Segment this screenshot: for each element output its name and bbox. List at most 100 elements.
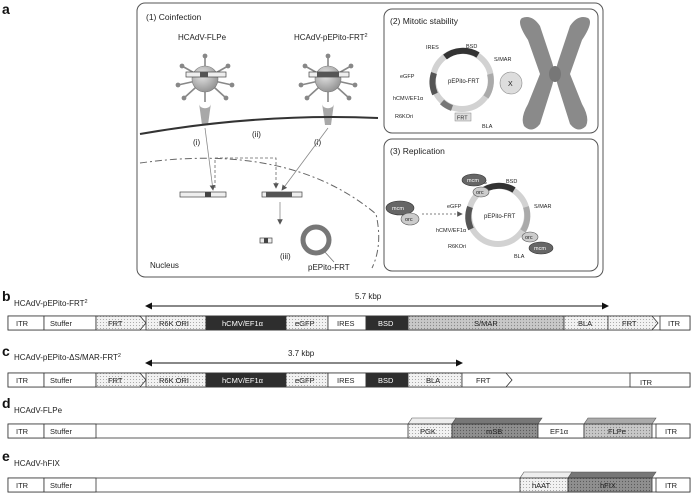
- svg-text:mcm: mcm: [467, 178, 479, 184]
- svg-text:hFIX: hFIX: [600, 481, 616, 490]
- free-mcm-orc-complex: mcm orc: [385, 200, 420, 226]
- b-itr-right: [659, 315, 691, 331]
- replication-title: (3) Replication: [390, 146, 445, 156]
- svg-text:R6K ORI: R6K ORI: [159, 376, 189, 385]
- svg-text:mcm: mcm: [534, 246, 546, 252]
- step-ii: (ii): [252, 130, 261, 139]
- svg-text:Stuffer: Stuffer: [50, 319, 72, 328]
- coinfection-title: (1) Coinfection: [146, 12, 202, 22]
- chromosome-mark: X: [508, 81, 513, 88]
- chromosome-icon: [520, 17, 590, 130]
- mitotic-label-egfp: eGFP: [400, 74, 415, 80]
- replication-label-egfp: eGFP: [447, 204, 462, 210]
- svg-text:BLA: BLA: [578, 319, 592, 328]
- svg-text:Stuffer: Stuffer: [50, 481, 72, 490]
- svg-text:FRT: FRT: [622, 319, 637, 328]
- svg-text:ITR: ITR: [668, 319, 681, 328]
- svg-text:eGFP: eGFP: [295, 376, 315, 385]
- svg-text:orc: orc: [476, 190, 484, 196]
- svg-text:R6K ORI: R6K ORI: [159, 319, 189, 328]
- svg-text:BLA: BLA: [426, 376, 440, 385]
- plasmid-circle: [300, 224, 332, 256]
- replication-center: pEPito-FRT: [484, 214, 516, 220]
- panel-letter-e: e: [2, 448, 10, 464]
- svg-text:Stuffer: Stuffer: [50, 376, 72, 385]
- svg-text:FRT: FRT: [108, 376, 123, 385]
- svg-text:orc: orc: [405, 217, 413, 223]
- replication-label-bla: BLA: [514, 254, 525, 260]
- genome-left: [179, 191, 227, 198]
- mitotic-label-r6kori: R6KOri: [395, 114, 413, 120]
- svg-text:FLPe: FLPe: [608, 427, 626, 436]
- genome-right: [261, 191, 303, 198]
- replication-label-smar: S/MAR: [534, 204, 551, 210]
- svg-text:ITR: ITR: [640, 378, 653, 387]
- b-frt-left: [95, 315, 147, 331]
- svg-text:eGFP: eGFP: [295, 319, 315, 328]
- replication-label-bsd: BSD: [506, 179, 517, 185]
- mitotic-label-ires: IRES: [426, 45, 439, 51]
- mitotic-plasmid-map: [429, 47, 494, 112]
- svg-text:EF1α: EF1α: [550, 427, 569, 436]
- virus-left-label: HCAdV-FLPe: [178, 33, 227, 42]
- panel-letter-b: b: [2, 288, 11, 304]
- svg-text:ITR: ITR: [16, 319, 29, 328]
- replication-label-r6kori: R6KOri: [448, 244, 466, 250]
- panel-b-construct: ITR Stuffer FRT R6K ORI hCMV/EF1α eGFP I…: [7, 315, 691, 331]
- svg-text:ITR: ITR: [665, 427, 678, 436]
- svg-text:ITR: ITR: [16, 376, 29, 385]
- svg-text:Stuffer: Stuffer: [50, 427, 72, 436]
- mitotic-label-smar: S/MAR: [494, 57, 511, 63]
- step-iii: (iii): [280, 252, 291, 261]
- svg-text:BSD: BSD: [378, 319, 394, 328]
- svg-text:hAAT: hAAT: [532, 481, 551, 490]
- cell-membrane: [139, 116, 379, 135]
- panel-letter-c: c: [2, 343, 10, 359]
- replication-frame: [383, 138, 599, 272]
- svg-text:S/MAR: S/MAR: [474, 319, 498, 328]
- arrow-right-virus: [281, 127, 329, 191]
- svg-text:orc: orc: [525, 235, 533, 241]
- mitotic-label-bla: BLA: [482, 124, 493, 130]
- svg-text:ITR: ITR: [665, 481, 678, 490]
- panel-c-name: HCAdV-pEPito-ΔS/MAR-FRT2: [14, 353, 121, 362]
- panel-letter-a: a: [2, 1, 10, 17]
- panel-e-name: HCAdV-hFIX: [14, 459, 60, 468]
- panel-letter-d: d: [2, 395, 11, 411]
- panel-e-construct: ITR Stuffer hAAT hFIX ITR: [7, 471, 691, 493]
- svg-text:ITR: ITR: [16, 427, 29, 436]
- svg-text:ITR: ITR: [16, 481, 29, 490]
- svg-text:IRES: IRES: [337, 319, 355, 328]
- recombination-arrow: [214, 157, 279, 189]
- virus-right-icon: [298, 53, 358, 125]
- svg-text:PGK: PGK: [420, 427, 436, 436]
- arrow-left-virus: [204, 127, 216, 191]
- excised-fragment: [259, 237, 273, 244]
- panel-c-size: 3.7 kbp: [288, 349, 315, 358]
- bound-complex-bottom: orc mcm: [521, 231, 554, 255]
- mitotic-center: pEPito-FRT: [448, 79, 480, 85]
- b-frt-right: [607, 315, 659, 331]
- panel-d-name: HCAdV-FLPe: [14, 406, 63, 415]
- svg-text:hCMV/EF1α: hCMV/EF1α: [222, 319, 264, 328]
- svg-text:hCMV/EF1α: hCMV/EF1α: [222, 376, 264, 385]
- virus-left-icon: [175, 53, 235, 125]
- nucleus-boundary: [139, 157, 380, 269]
- panel-c-construct: ITR Stuffer FRT R6K ORI hCMV/EF1α eGFP I…: [7, 372, 691, 388]
- plasmid-label: pEPito-FRT: [308, 263, 350, 272]
- replication-label-hcmv: hCMV/EF1α: [436, 228, 467, 234]
- mitotic-title: (2) Mitotic stability: [390, 16, 459, 26]
- panel-b-size: 5.7 kbp: [355, 292, 382, 301]
- svg-text:mSB: mSB: [486, 427, 502, 436]
- nucleus-label: Nucleus: [150, 261, 179, 270]
- svg-text:FRT: FRT: [108, 319, 123, 328]
- mitotic-label-hcmv: hCMV/EF1α: [393, 96, 424, 102]
- mitotic-label-frt: FRT: [457, 116, 468, 122]
- svg-text:BSD: BSD: [378, 376, 394, 385]
- virus-right-label: HCAdV-pEPito-FRT2: [294, 33, 368, 42]
- panel-d-construct: ITR Stuffer PGK mSB EF1α FLPe ITR: [7, 417, 691, 439]
- bound-complex-top: mcm orc: [461, 173, 490, 198]
- chromosome-attachment: [499, 71, 523, 95]
- mitotic-label-bsd: BSD: [466, 44, 477, 50]
